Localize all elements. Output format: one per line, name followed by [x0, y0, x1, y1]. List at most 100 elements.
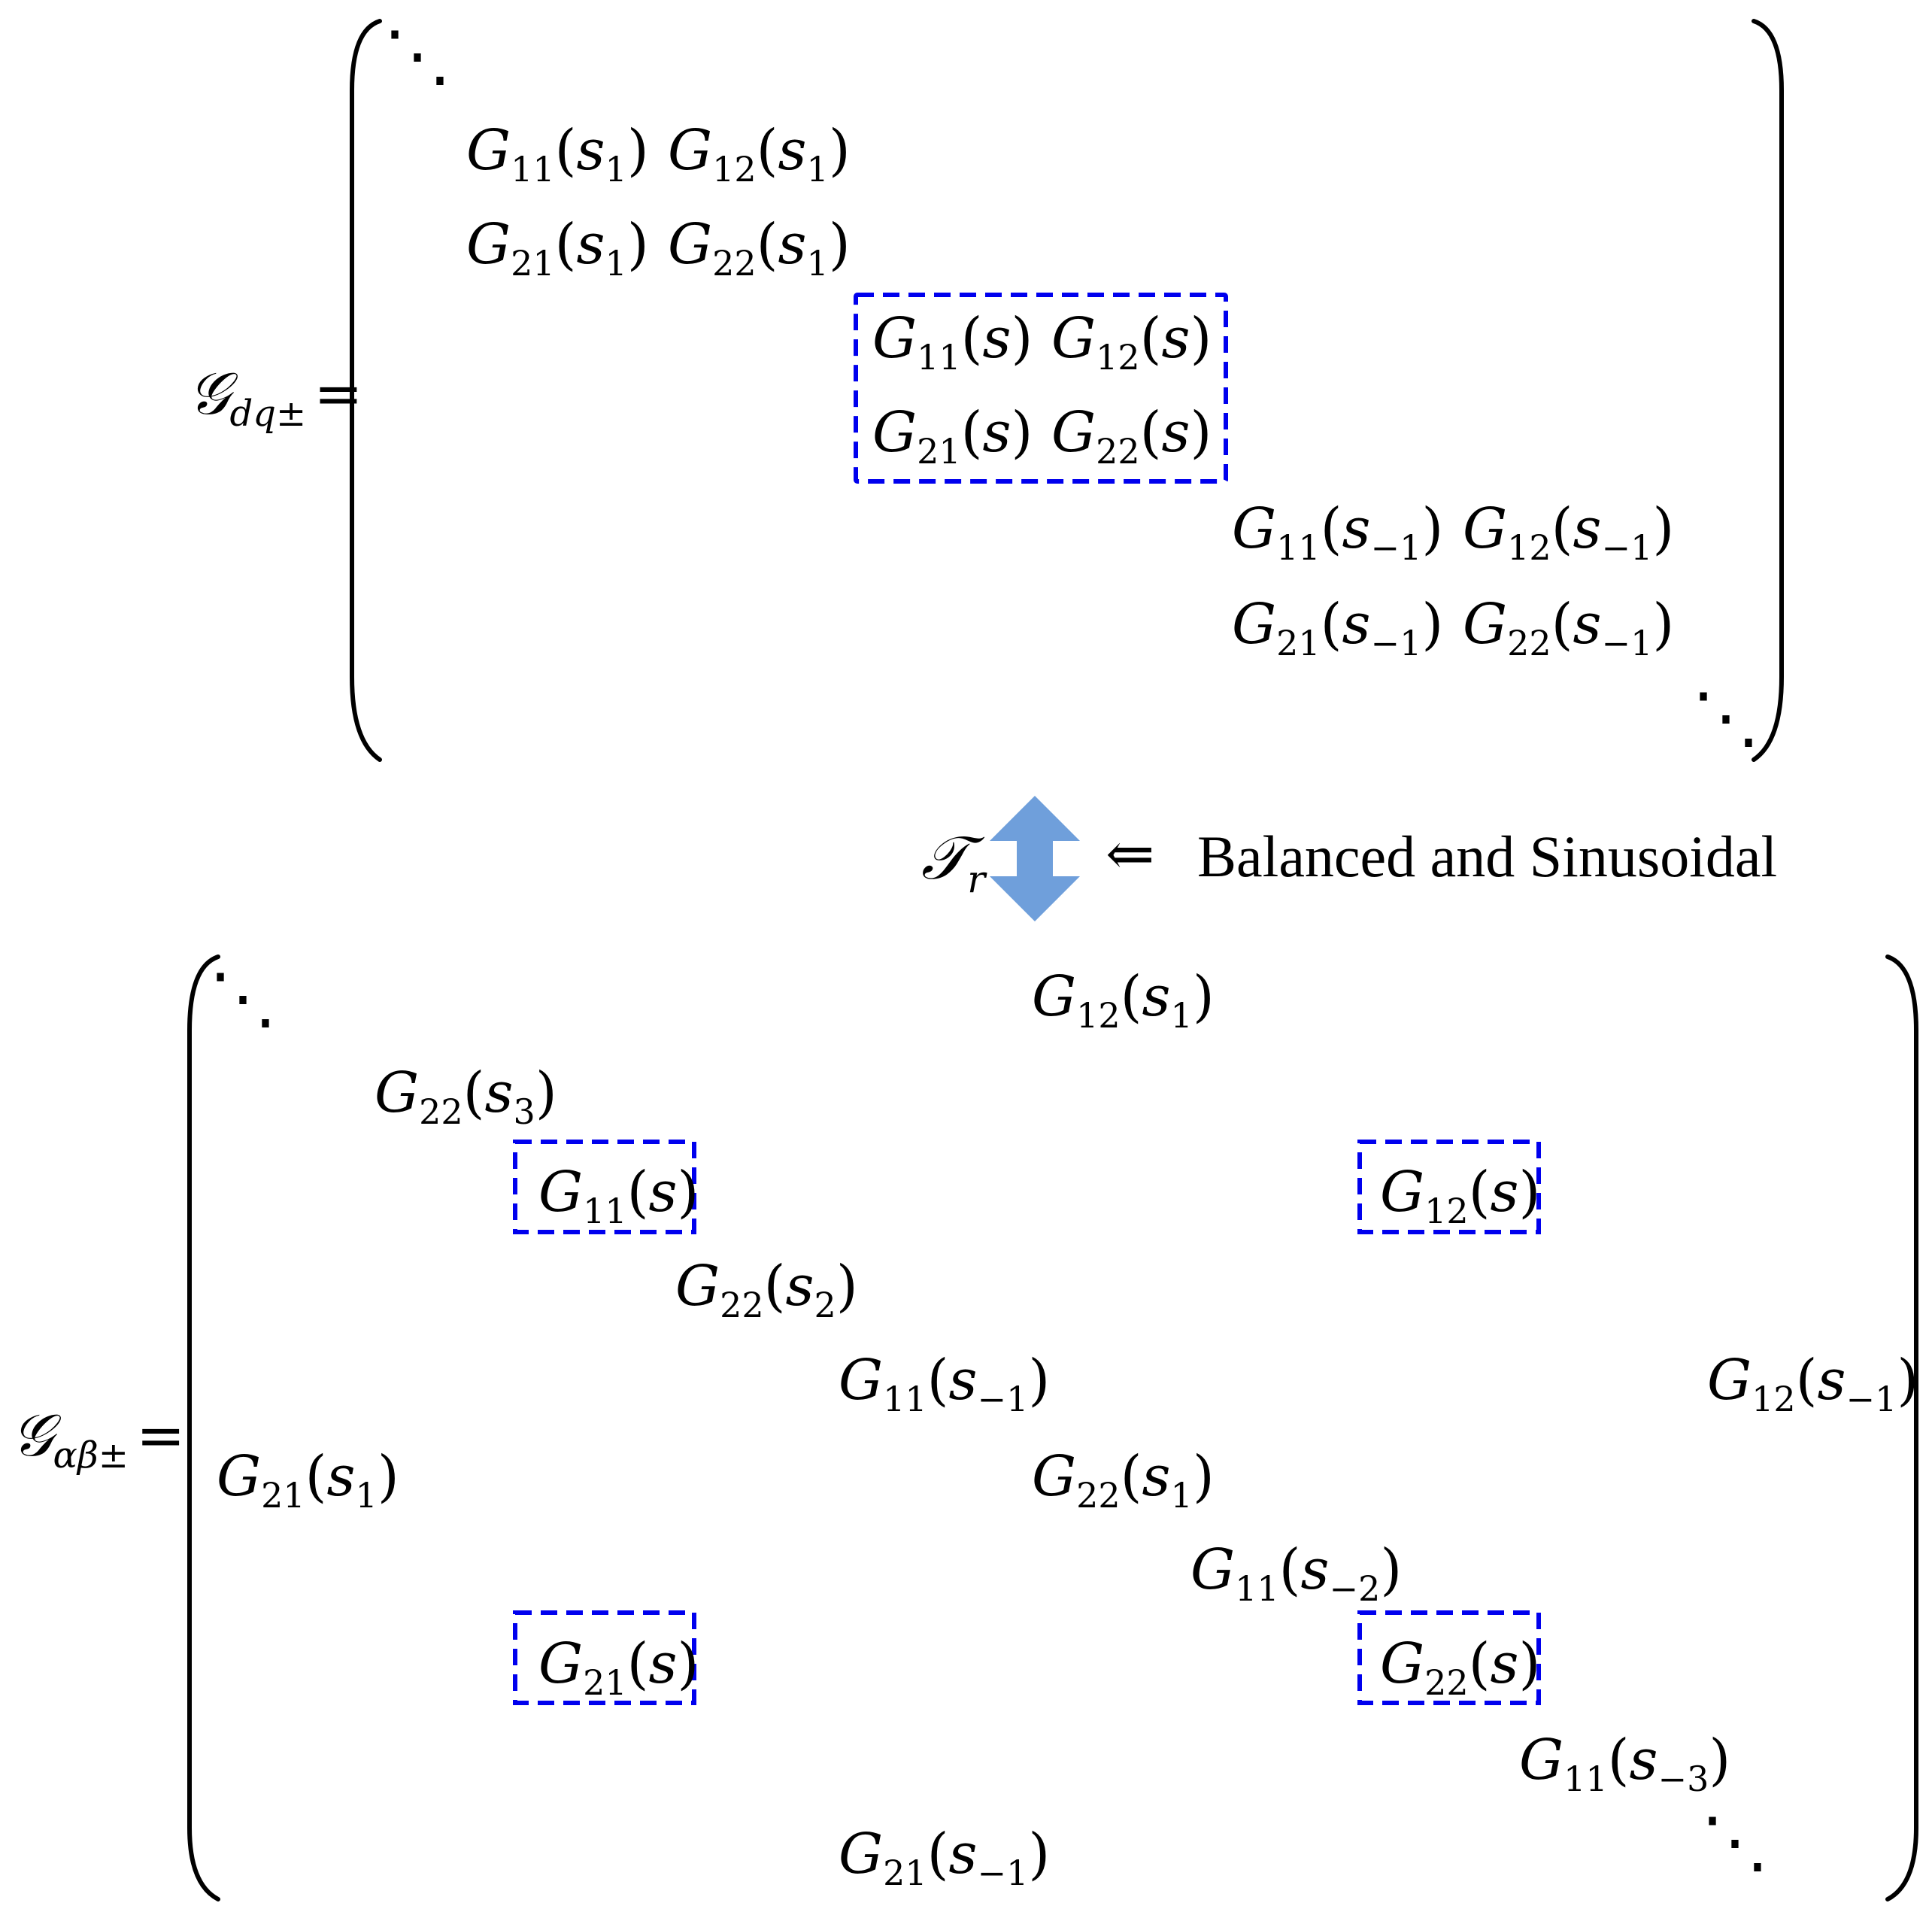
entry-open-paren: ( — [1121, 964, 1142, 1029]
entry-symbol: G — [668, 118, 712, 183]
entry-argument-subscript: 1 — [807, 149, 829, 190]
entry-symbol: G — [1032, 1444, 1076, 1509]
entry-argument: s — [983, 306, 1011, 371]
entry-open-paren: ( — [757, 212, 778, 277]
entry-subscript: 22 — [1096, 431, 1140, 472]
top-entry-G22-s: G22(s) — [1051, 400, 1212, 472]
entry-close-paren: ) — [1011, 400, 1033, 465]
entry-open-paren: ( — [1140, 306, 1162, 371]
entry-argument-subscript: −1 — [1846, 1379, 1897, 1419]
entry-symbol: G — [1190, 1537, 1235, 1602]
entry-argument: s — [1301, 1537, 1330, 1602]
entry-symbol: G — [217, 1444, 261, 1509]
entry-symbol: G — [872, 400, 917, 465]
entry-close-paren: ) — [1190, 400, 1212, 465]
transform-row: 𝒯r ⇐ Balanced and Sinusoidal — [921, 796, 1777, 921]
bottom-entry-G11-sm2: G11(s−2) — [1190, 1537, 1402, 1609]
entry-subscript: 21 — [583, 1662, 627, 1703]
entry-argument: s — [786, 1254, 814, 1319]
entry-subscript: 22 — [712, 243, 757, 284]
entry-argument-subscript: 1 — [605, 149, 627, 190]
entry-symbol: G — [839, 1822, 883, 1886]
entry-symbol: G — [1232, 592, 1276, 657]
entry-open-paren: ( — [1551, 496, 1573, 561]
top-entry-G11-s: G11(s) — [872, 306, 1033, 378]
entry-close-paren: ) — [1652, 592, 1674, 657]
entry-subscript: 11 — [917, 337, 961, 378]
top-entry-G21-s: G21(s) — [872, 400, 1033, 472]
entry-symbol: G — [538, 1631, 583, 1696]
entry-open-paren: ( — [555, 212, 577, 277]
condition-text: Balanced and Sinusoidal — [1197, 824, 1777, 889]
entry-argument: s — [1573, 496, 1602, 561]
top-entry-G12-s1: G12(s1) — [668, 118, 851, 190]
entry-subscript: 12 — [1424, 1191, 1469, 1231]
entry-close-paren: ) — [829, 212, 851, 277]
entry-symbol: G — [375, 1061, 419, 1125]
entry-argument: s — [649, 1160, 678, 1225]
entry-argument-subscript: 1 — [807, 243, 829, 284]
entry-argument: s — [1573, 592, 1602, 657]
top-entry-G21-sm1: G21(s−1) — [1232, 592, 1443, 663]
entry-argument-subscript: 1 — [1171, 995, 1193, 1036]
entry-open-paren: ( — [1469, 1160, 1491, 1225]
bottom-entry-G11-s: G11(s) — [538, 1160, 699, 1231]
top-entry-G12-sm1: G12(s−1) — [1463, 496, 1674, 568]
double-arrow-icon — [990, 796, 1080, 921]
bottom-dashed-box-12 — [1357, 1140, 1541, 1234]
entry-argument: s — [1342, 592, 1371, 657]
entry-subscript: 12 — [712, 149, 757, 190]
top-dashed-box — [854, 293, 1228, 484]
entry-argument-subscript: −1 — [1371, 527, 1422, 568]
top-entry-G22-sm1: G22(s−1) — [1463, 592, 1674, 663]
entry-subscript: 21 — [261, 1475, 305, 1516]
entry-close-paren: ) — [535, 1061, 557, 1125]
entry-symbol: G — [1463, 496, 1507, 561]
entry-open-paren: ( — [757, 118, 778, 183]
entry-argument: s — [983, 400, 1011, 465]
entry-symbol: G — [1707, 1348, 1752, 1413]
entry-argument-subscript: 2 — [814, 1285, 836, 1325]
entry-close-paren: ) — [1190, 306, 1212, 371]
entry-subscript: 11 — [1563, 1759, 1608, 1799]
entry-open-paren: ( — [764, 1254, 786, 1319]
entry-close-paren: ) — [1011, 306, 1033, 371]
entry-close-paren: ) — [1380, 1537, 1402, 1602]
entry-close-paren: ) — [678, 1160, 699, 1225]
entry-argument: s — [327, 1444, 356, 1509]
entry-symbol: G — [839, 1348, 883, 1413]
entry-close-paren: ) — [836, 1254, 858, 1319]
entry-argument: s — [1142, 964, 1171, 1029]
entry-argument-subscript: 1 — [605, 243, 627, 284]
entry-close-paren: ) — [1028, 1348, 1050, 1413]
entry-argument: s — [1162, 306, 1190, 371]
entry-symbol: G — [538, 1160, 583, 1225]
entry-argument: s — [1818, 1348, 1846, 1413]
entry-subscript: 12 — [1076, 995, 1121, 1036]
entry-symbol: G — [668, 212, 712, 277]
entry-open-paren: ( — [961, 306, 983, 371]
entry-subscript: 11 — [883, 1379, 927, 1419]
entry-subscript: 21 — [1276, 623, 1321, 663]
entry-subscript: 22 — [419, 1091, 463, 1132]
entry-argument: s — [577, 118, 605, 183]
entry-close-paren: ) — [378, 1444, 399, 1509]
entry-close-paren: ) — [627, 212, 649, 277]
top-matrix-lhs: 𝒢dq±= — [188, 360, 363, 435]
bottom-entry-G12-s: G12(s) — [1380, 1160, 1540, 1231]
bottom-matrix-lhs: 𝒢αβ±= — [11, 1402, 185, 1477]
entry-argument-subscript: −3 — [1658, 1759, 1709, 1799]
entry-open-paren: ( — [1796, 1348, 1818, 1413]
implies-symbol: ⇐ — [1106, 821, 1154, 888]
entry-close-paren: ) — [829, 118, 851, 183]
entry-subscript: 11 — [1235, 1568, 1279, 1609]
bottom-entry-G12-sm1: G12(s−1) — [1707, 1348, 1918, 1419]
entry-symbol: G — [1032, 964, 1076, 1029]
entry-argument: s — [1491, 1160, 1519, 1225]
entry-argument: s — [778, 118, 807, 183]
bottom-lhs-subscript: αβ± — [53, 1434, 129, 1477]
entry-subscript: 21 — [917, 431, 961, 472]
bottom-entry-G22-s: G22(s) — [1380, 1631, 1540, 1703]
entry-open-paren: ( — [627, 1631, 649, 1696]
